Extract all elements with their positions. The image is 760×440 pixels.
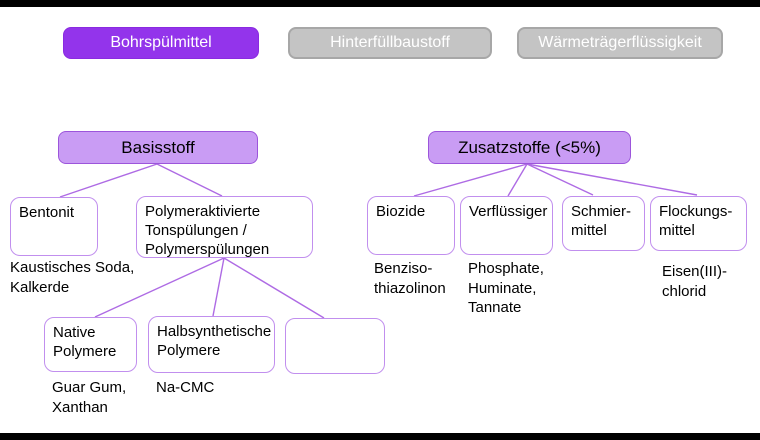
note-flockungsmittel: Eisen(III)- chlorid <box>662 263 728 300</box>
node-flockungsmittel: Flockungs- mittel <box>650 196 747 251</box>
note-verfluessiger: Phosphate, Huminate, Tannate <box>468 260 544 316</box>
header-basisstoff: Basisstoff <box>58 131 258 164</box>
tab-bohrspuelmittel[interactable]: Bohrspülmittel <box>63 27 259 59</box>
node-polymeraktivierte: Polymeraktivierte Tonspülungen / Polymer… <box>136 196 313 258</box>
node-schmiermittel: Schmier- mittel <box>562 196 645 251</box>
top-letterbox-bar <box>0 0 760 7</box>
node-bentonit: Bentonit <box>10 197 98 256</box>
node-halbsynthetische-polymere: Halbsynthetische Polymere <box>148 316 275 373</box>
note-native-polymere: Guar Gum, Xanthan <box>52 379 127 416</box>
header-zusatzstoffe: Zusatzstoffe (<5%) <box>428 131 631 164</box>
tab-hinterfuellbaustoff[interactable]: Hinterfüllbaustoff <box>288 27 492 59</box>
node-empty-placeholder <box>285 318 385 374</box>
node-biozide: Biozide <box>367 196 455 255</box>
note-biozide: Benziso- thiazolinon <box>374 260 446 297</box>
node-native-polymere: Native Polymere <box>44 317 137 372</box>
note-bentonit: Kaustisches Soda, Kalkerde <box>10 259 135 296</box>
note-halbsynthetische-polymere: Na-CMC <box>156 379 215 396</box>
tab-waermetraegerfluessigkeit[interactable]: Wärmeträgerflüssigkeit <box>517 27 723 59</box>
bottom-letterbox-bar <box>0 433 760 440</box>
node-verfluessiger: Verflüssiger <box>460 196 553 255</box>
